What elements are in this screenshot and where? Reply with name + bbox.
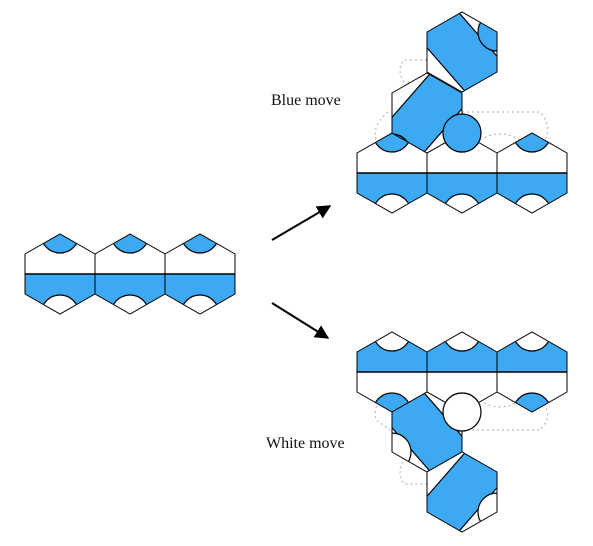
white-move-label: White move [266, 435, 345, 452]
arrow-to-white-move [271, 302, 330, 339]
start-tile-3 [164, 233, 236, 315]
tiles-layer [24, 11, 568, 533]
white-tile-top-3 [496, 331, 568, 413]
ghost-outlines [374, 59, 549, 485]
start-tile-1 [24, 233, 96, 315]
arrow-to-blue-move [271, 205, 332, 241]
start-tile-2 [94, 233, 166, 315]
blue-move-label: Blue move [271, 92, 341, 109]
blue-tile-bottom-3 [496, 132, 568, 214]
